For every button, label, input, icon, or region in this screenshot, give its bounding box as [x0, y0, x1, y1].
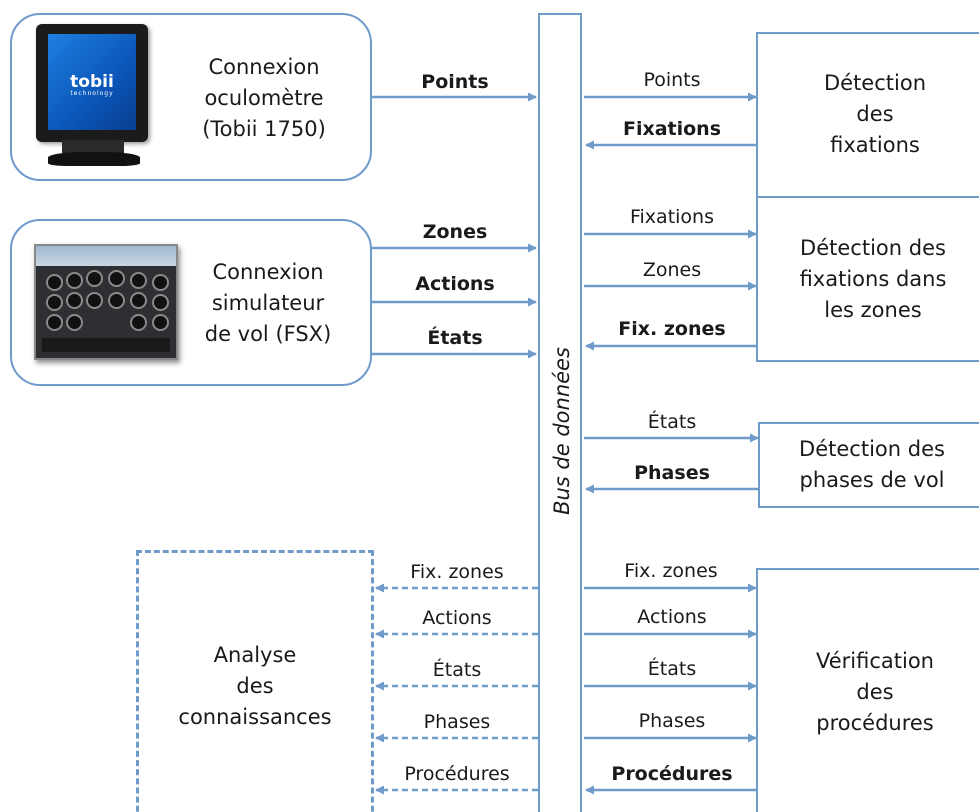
- flow-label-bus-zones: Zones: [642, 259, 702, 281]
- flow-label-proc-actions: Actions: [637, 606, 707, 628]
- flow-label-proc-fixzones: Fix. zones: [624, 560, 718, 582]
- fixation-detection-module: [756, 32, 979, 198]
- flow-label-ana-phases: Phases: [423, 711, 491, 733]
- oculometer-connection-label: Connexion oculomètre (Tobii 1750): [202, 55, 326, 141]
- zone-fixation-detection-label: Détection des fixations dans les zones: [799, 236, 947, 322]
- tobii-brand-subtext: technology: [70, 90, 114, 97]
- procedure-verification-label: Vérification des procédures: [816, 649, 934, 735]
- flight-phase-detection-label: Détection des phases de vol: [799, 437, 945, 492]
- knowledge-analysis-label: Analyse des connaissances: [178, 643, 332, 729]
- flight-simulator-cockpit-icon: [34, 244, 178, 360]
- flow-label-actions-in: Actions: [415, 273, 495, 295]
- flow-label-bus-fixations: Fixations: [629, 206, 714, 228]
- data-bus-label: Bus de données: [550, 347, 574, 515]
- knowledge-analysis-module: [136, 550, 374, 812]
- flow-label-etats-in: États: [427, 327, 483, 349]
- flow-label-phases-out: Phases: [634, 462, 710, 484]
- data-bus: Bus de données: [538, 13, 582, 812]
- flow-label-zones-in: Zones: [422, 221, 488, 243]
- fixation-detection-label: Détection des fixations: [823, 71, 927, 157]
- flow-label-bus-points: Points: [643, 69, 701, 91]
- zone-fixation-detection-module: [756, 196, 979, 362]
- flow-label-ana-etats: États: [432, 659, 482, 681]
- flow-label-ana-actions: Actions: [422, 607, 492, 629]
- tobii-brand-text: tobii: [70, 72, 114, 92]
- flow-label-ana-procedures: Procédures: [404, 763, 510, 785]
- procedure-verification-module: [756, 568, 979, 812]
- flow-label-procedures-out: Procédures: [611, 763, 733, 785]
- flow-label-bus-etats: États: [647, 411, 697, 433]
- flow-label-proc-phases: Phases: [638, 710, 706, 732]
- simulator-connection-label: Connexion simulateur de vol (FSX): [204, 260, 332, 346]
- flow-label-proc-etats: États: [647, 658, 697, 680]
- flight-phase-detection-module: [758, 422, 979, 508]
- flow-label-points-in: Points: [421, 71, 489, 93]
- flow-label-ana-fixzones: Fix. zones: [410, 561, 504, 583]
- flow-label-fixations-out: Fixations: [622, 118, 722, 140]
- flow-label-fixzones-out: Fix. zones: [618, 318, 726, 340]
